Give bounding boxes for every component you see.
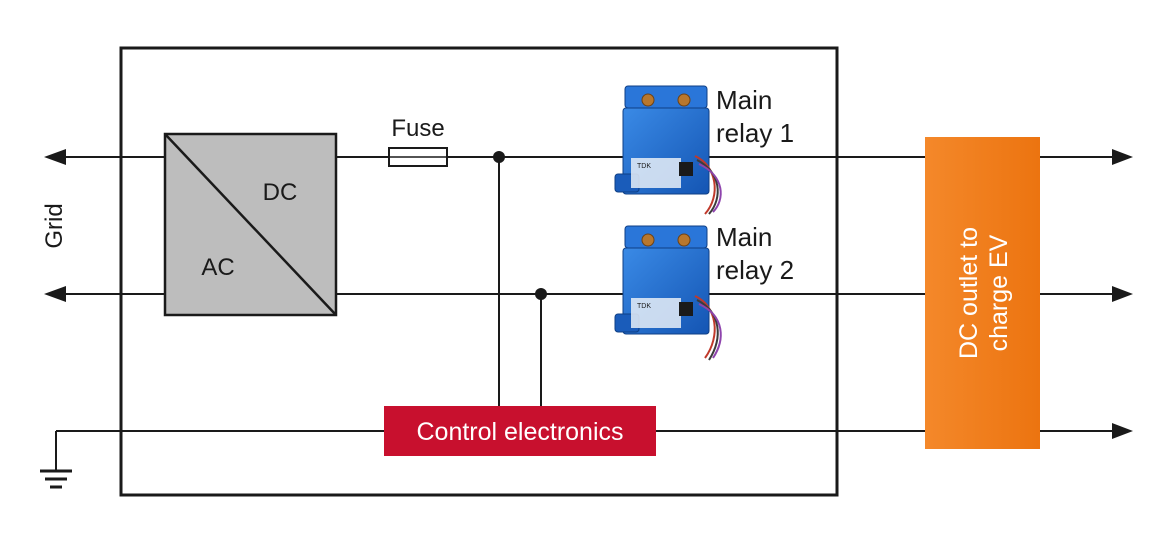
outlet-arrow-top (1112, 149, 1133, 165)
control-electronics-block: Control electronics (384, 406, 656, 456)
ac-dc-converter: DC AC (163, 132, 338, 317)
grid-arrow-middle (44, 286, 66, 302)
junction-dot-middle (535, 288, 547, 300)
outlet-label-line1: DC outlet to (955, 227, 983, 359)
charger-housing (119, 46, 839, 497)
relay-2-brand: TDK (637, 303, 651, 310)
converter-dc-label: DC (263, 179, 298, 206)
fuse: Fuse (388, 115, 448, 167)
relay-2-label-line1: Main (716, 222, 772, 252)
dc-outlet-block: DC outlet to charge EV (925, 137, 1040, 449)
relay-2-label-line2: relay 2 (716, 255, 794, 285)
relay-1-label-line2: relay 1 (716, 118, 794, 148)
main-relay-2: TDK (614, 225, 722, 361)
bottom-line (55, 430, 1115, 470)
grid-arrow-top (44, 149, 66, 165)
junction-dot-top (493, 151, 505, 163)
outlet-arrow-bottom (1112, 423, 1133, 439)
ground-icon (40, 469, 72, 489)
outlet-arrow-middle (1112, 286, 1133, 302)
control-electronics-label: Control electronics (416, 418, 623, 446)
control-taps (498, 157, 542, 406)
main-relay-1: TDK (614, 85, 722, 215)
relay-1-brand: TDK (637, 163, 651, 170)
converter-ac-label: AC (201, 254, 234, 281)
grid-label: Grid (41, 203, 68, 248)
relay-1-label-line1: Main (716, 85, 772, 115)
fuse-label: Fuse (391, 115, 444, 142)
outlet-label-line2: charge EV (985, 234, 1013, 351)
